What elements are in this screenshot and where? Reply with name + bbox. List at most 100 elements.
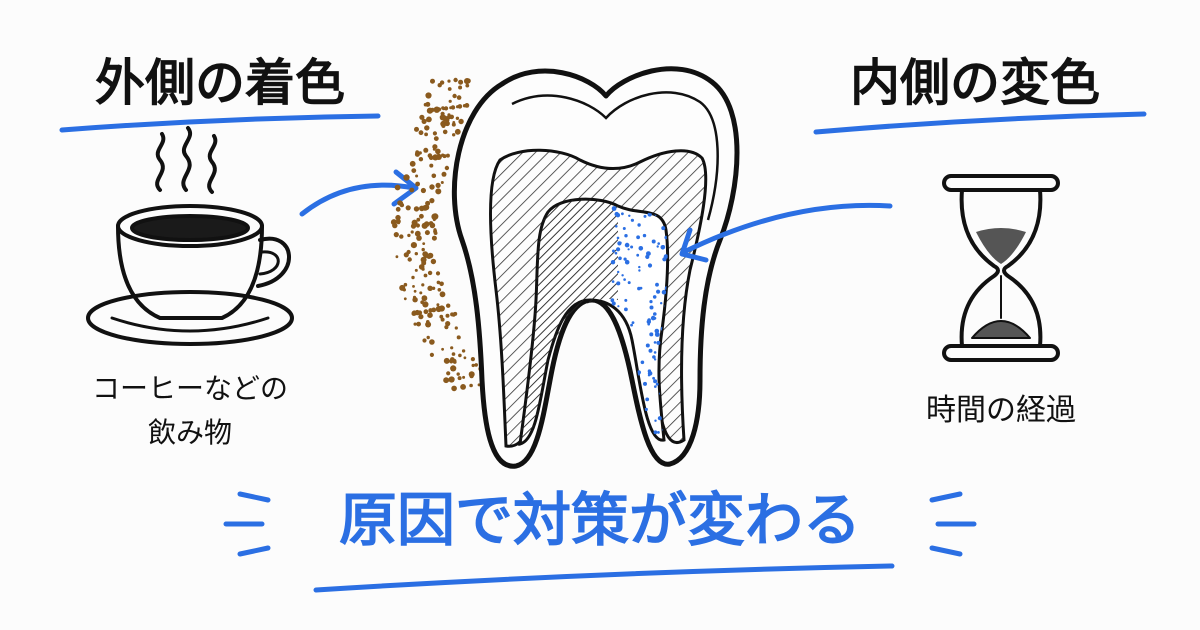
stain-dot: [418, 130, 424, 136]
blue-dot: [638, 265, 641, 269]
blue-dot: [636, 426, 640, 430]
stain-dot: [426, 116, 432, 123]
stain-dot: [442, 107, 446, 111]
blue-dot: [623, 278, 626, 281]
blue-dot: [652, 355, 656, 359]
blue-dot: [647, 263, 653, 268]
blue-dot: [624, 298, 628, 302]
stain-dot: [436, 303, 440, 307]
blue-dot: [656, 340, 661, 345]
blue-dot: [616, 236, 620, 240]
stain-dot: [427, 312, 433, 319]
stain-dot: [403, 252, 409, 258]
blue-dot: [618, 378, 622, 382]
hourglass-icon: [942, 174, 1060, 362]
blue-dot: [624, 409, 629, 414]
blue-dot: [643, 214, 647, 218]
blue-dot: [630, 428, 634, 432]
blue-dot: [611, 435, 615, 438]
blue-dot: [615, 418, 620, 424]
blue-dot: [612, 249, 615, 253]
stain-dot: [423, 147, 429, 153]
blue-dot: [652, 295, 657, 299]
blue-dot: [614, 251, 618, 255]
stain-dot: [435, 271, 441, 276]
stain-dot: [432, 147, 436, 151]
stain-dot: [462, 375, 466, 379]
stain-dot: [440, 317, 445, 322]
blue-dot: [613, 410, 617, 413]
stain-dot: [427, 285, 433, 291]
blue-dot: [657, 242, 660, 245]
stain-dot: [465, 83, 470, 88]
blue-dot: [661, 245, 665, 248]
blue-dot: [653, 358, 657, 361]
blue-dot: [619, 241, 622, 245]
blue-dot: [636, 253, 640, 257]
stain-dot: [445, 313, 450, 318]
blue-dot: [610, 337, 615, 342]
blue-dot: [629, 409, 634, 414]
blue-dot: [654, 328, 660, 334]
blue-dot: [630, 245, 634, 249]
stain-dot: [420, 187, 426, 194]
blue-dot: [651, 239, 656, 244]
stain-dot: [453, 360, 457, 364]
blue-dot: [624, 307, 628, 312]
blue-dot: [638, 269, 641, 272]
stain-dot: [426, 107, 433, 114]
stain-dot: [415, 174, 419, 178]
blue-dot: [649, 332, 654, 337]
stain-dot: [395, 206, 401, 212]
blue-dot: [620, 401, 624, 405]
blue-dot: [618, 406, 623, 410]
blue-dot: [645, 397, 650, 402]
stain-dot: [415, 223, 420, 228]
stain-dot: [423, 254, 428, 259]
stain-dot: [414, 268, 418, 272]
tooth-cross-section-icon: [390, 66, 740, 469]
blue-dot: [647, 212, 652, 217]
blue-dot: [654, 332, 660, 337]
stain-dot: [411, 168, 417, 174]
blue-dot: [639, 436, 642, 439]
stain-dot: [419, 114, 425, 120]
blue-dot: [631, 321, 635, 324]
stain-dot: [431, 286, 436, 290]
external-stain-dots: [390, 77, 495, 392]
stain-dot: [461, 349, 466, 353]
stain-dot: [432, 213, 439, 220]
stain-dot: [394, 184, 401, 191]
stain-dot: [471, 363, 475, 368]
blue-dot: [610, 299, 614, 303]
stain-dot: [454, 128, 461, 135]
stain-dot: [456, 335, 461, 340]
stain-dot: [458, 85, 463, 90]
stain-dot: [405, 205, 411, 211]
stain-dot: [442, 129, 448, 135]
blue-dot: [615, 225, 618, 228]
stain-dot: [414, 151, 420, 157]
stain-dot: [418, 157, 424, 162]
stain-dot: [425, 92, 432, 99]
stain-dot: [427, 252, 434, 259]
blue-dot: [653, 430, 658, 435]
stain-dot: [423, 102, 428, 107]
banner-emphasis-marks-right: [929, 491, 977, 557]
blue-dot: [627, 248, 630, 251]
stain-dot: [453, 77, 458, 83]
blue-dot: [645, 343, 650, 348]
stain-dot: [458, 79, 464, 85]
stain-dot: [412, 297, 418, 303]
stain-dot: [456, 372, 460, 376]
stain-dot: [438, 83, 442, 87]
stain-dot: [452, 133, 456, 137]
blue-dot: [643, 381, 647, 386]
stain-dot: [429, 163, 434, 168]
stain-dot: [399, 234, 404, 239]
blue-dot: [654, 419, 657, 422]
blue-dot: [624, 424, 627, 428]
blue-dot: [630, 323, 633, 327]
stain-dot: [454, 326, 458, 330]
stain-dot: [458, 353, 462, 358]
